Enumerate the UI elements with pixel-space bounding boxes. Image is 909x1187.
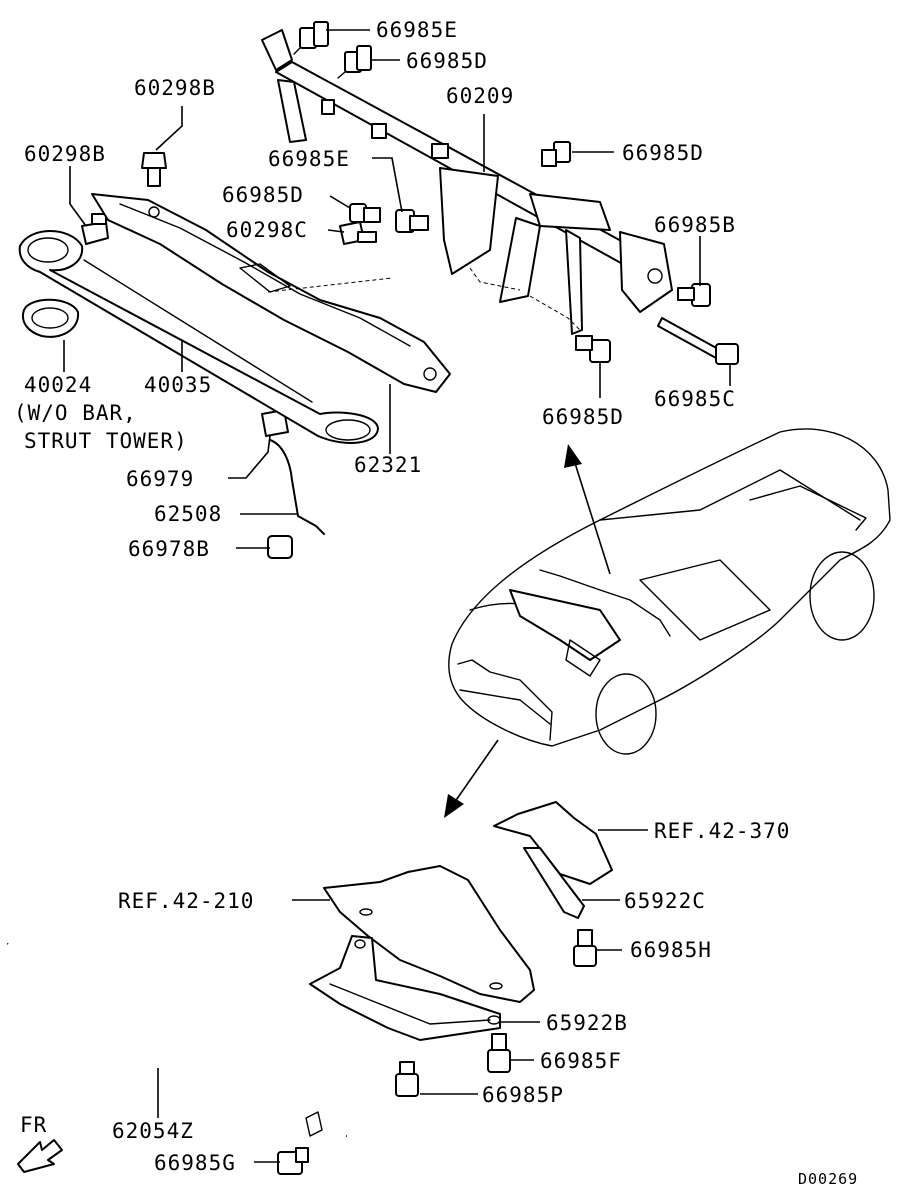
bolt-66985P (395, 1061, 419, 1097)
callout-66985D-right: 66985D (622, 141, 704, 165)
callout-60298B-b: 60298B (24, 142, 106, 166)
callout-66985G: 66985G (154, 1151, 236, 1175)
callout-60298C: 60298C (226, 218, 308, 242)
callout-65922C: 65922C (624, 889, 706, 913)
callout-60298B-a: 60298B (134, 76, 216, 100)
callout-66985D-low: 66985D (542, 405, 624, 429)
line-62054Z (7, 942, 347, 1138)
diagram-code: D00269 (798, 1170, 858, 1187)
callout-65922B: 65922B (546, 1011, 628, 1035)
bolt-66985D-left (349, 203, 381, 223)
vehicle-outline (448, 428, 891, 755)
callout-ref-42-210: REF.42-210 (118, 889, 254, 913)
bolt-66985C (657, 317, 739, 365)
callout-66985P: 66985P (482, 1083, 564, 1107)
leader-lines (63, 29, 731, 1163)
callout-40035: 40035 (144, 373, 212, 397)
bolt-60298C (339, 221, 377, 245)
nut-66978B (267, 535, 293, 559)
callout-66985D-top: 66985D (406, 49, 488, 73)
bolt-66985D-top (337, 45, 372, 79)
strut-tower-bar (18, 230, 379, 444)
callout-60209: 60209 (446, 84, 514, 108)
bolt-60298B-a (141, 152, 167, 187)
front-direction-arrow-icon (17, 1139, 63, 1173)
callout-66985B: 66985B (654, 213, 736, 237)
bolt-60298B-b (81, 213, 109, 245)
under-cover-center (323, 865, 535, 1003)
bolt-66985E-mid (395, 209, 429, 233)
steering-support-member (261, 29, 673, 335)
callout-66985E-top: 66985E (376, 18, 458, 42)
hose-62508 (269, 439, 325, 535)
bolt-66985G (277, 1147, 309, 1175)
callout-ref-42-370: REF.42-370 (654, 819, 790, 843)
strut-gasket (22, 298, 80, 338)
bolt-66985D-right (541, 141, 571, 167)
bolt-66985B (677, 283, 711, 307)
bolt-66985F (487, 1033, 511, 1073)
callout-62508: 62508 (154, 502, 222, 526)
callout-66978B: 66978B (128, 537, 210, 561)
callout-66985C: 66985C (654, 387, 736, 411)
bolt-66985H (573, 929, 597, 967)
callout-62321: 62321 (354, 453, 422, 477)
front-crossmember (91, 193, 451, 393)
bolt-66985E-top (293, 21, 329, 55)
callout-66985H: 66985H (630, 938, 712, 962)
callout-66985D-left: 66985D (222, 183, 304, 207)
callout-66979: 66979 (126, 467, 194, 491)
bolt-66985D-low (575, 335, 611, 363)
orientation-label: FR (20, 1113, 47, 1137)
callout-40024: 40024 (24, 373, 92, 397)
callout-strut-tower: STRUT TOWER) (24, 429, 188, 453)
arrow-up-to-steering-support (564, 444, 611, 575)
bracket-65922C (523, 847, 585, 919)
arrow-down-to-undercover (444, 739, 499, 818)
callout-wo-bar: (W/O BAR, (14, 401, 137, 425)
callout-62054Z: 62054Z (112, 1119, 194, 1143)
callout-66985F: 66985F (540, 1049, 622, 1073)
bracket-65922B (309, 935, 501, 1041)
callout-66985E-mid: 66985E (268, 147, 350, 171)
